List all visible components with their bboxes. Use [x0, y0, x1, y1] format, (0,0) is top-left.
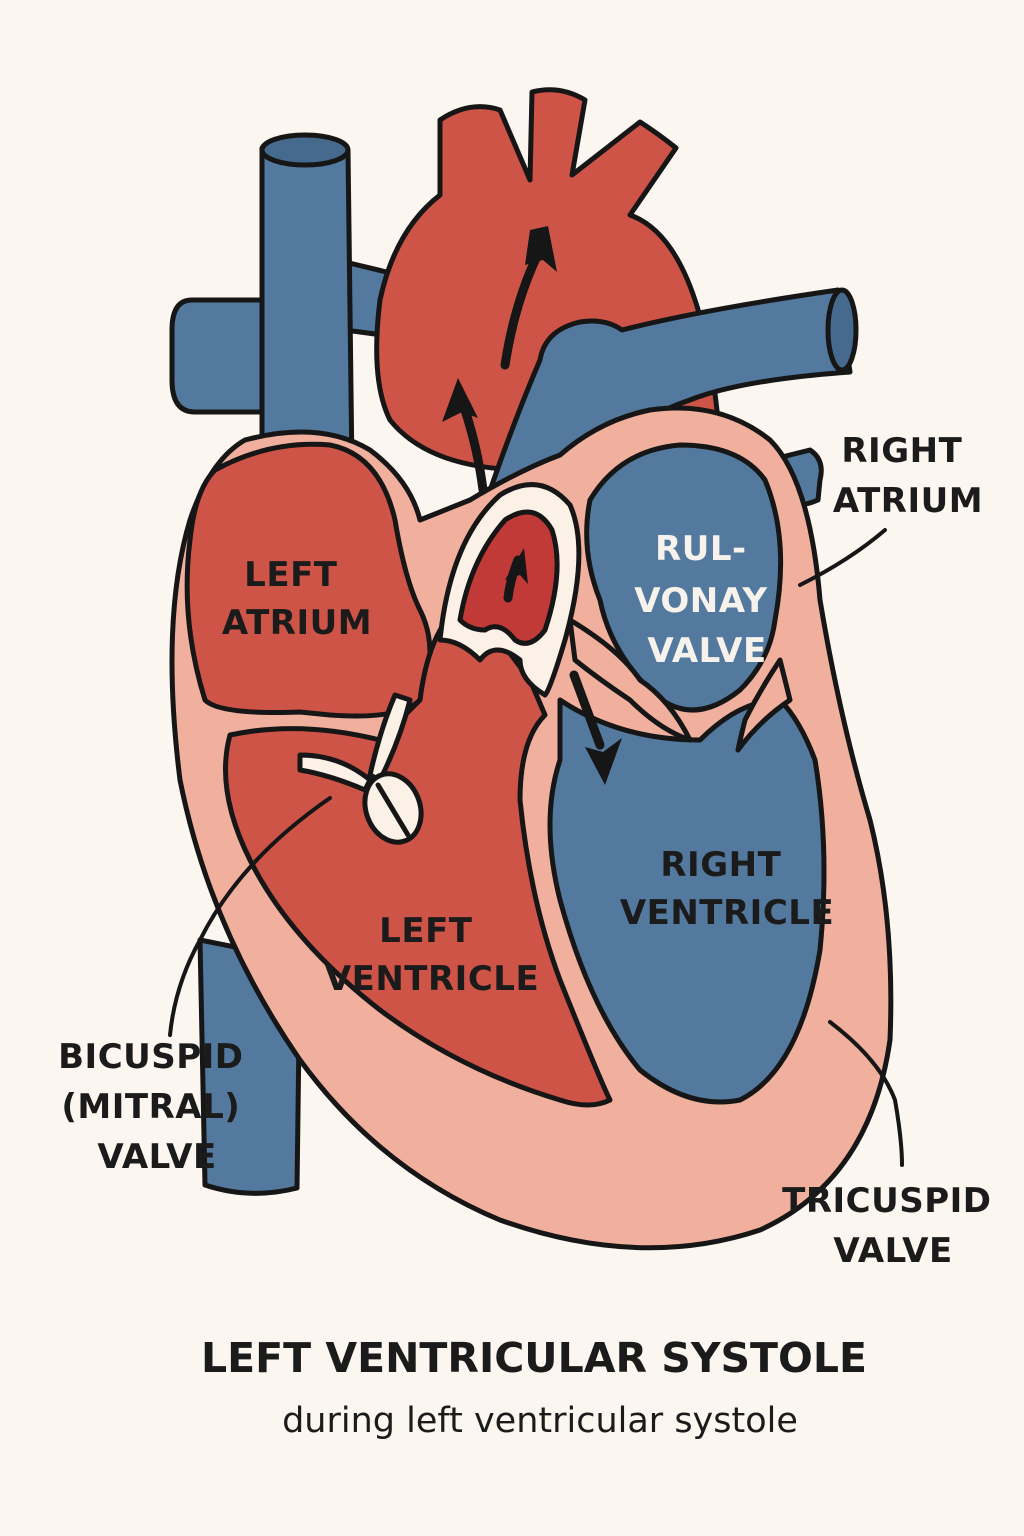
- flow-arrow-aorta-upper: [500, 226, 557, 370]
- label-left-atrium: LEFT ATRIUM: [222, 555, 372, 643]
- superior-vena-cava-opening: [259, 132, 351, 168]
- caption-subtitle: during left ventricular systole: [282, 1401, 798, 1441]
- right-upper-chamber: [584, 442, 784, 713]
- superior-vena-cava: [259, 145, 355, 473]
- leader-line-right-atrium: [798, 528, 887, 587]
- mitral-valve-seam: [375, 782, 411, 838]
- flow-arrow-aortic-valve: [503, 548, 528, 603]
- label-tricuspid-valve: TRICUSPID VALVE: [782, 1181, 1004, 1271]
- left-ventricle-chamber: [223, 597, 613, 1108]
- label-right-ventricle: RIGHT VENTRICLE: [620, 845, 834, 933]
- pulmonary-artery-opening: [825, 287, 859, 373]
- pulmonary-valve-flap-right: [735, 657, 793, 753]
- pulmonary-valve-flap-left: [567, 617, 693, 743]
- flow-arrow-aorta-lower: [442, 378, 488, 495]
- right-ventricle-chamber: [547, 697, 827, 1105]
- pulmonary-vein-left: [169, 297, 265, 415]
- leader-line-tricuspid: [828, 1020, 904, 1167]
- leader-line-bicuspid: [168, 796, 332, 1037]
- caption-title: LEFT VENTRICULAR SYSTOLE: [201, 1334, 867, 1382]
- label-left-ventricle: LEFT VENTRICLE: [325, 911, 539, 999]
- flow-arrow-right-ventricle: [569, 670, 622, 785]
- label-pulmonary-valve: RUL- VONAY VALVE: [634, 529, 780, 671]
- label-right-atrium: RIGHT ATRIUM: [833, 431, 983, 521]
- label-bicuspid-valve: BICUSPID (MITRAL) VALVE: [58, 1037, 256, 1177]
